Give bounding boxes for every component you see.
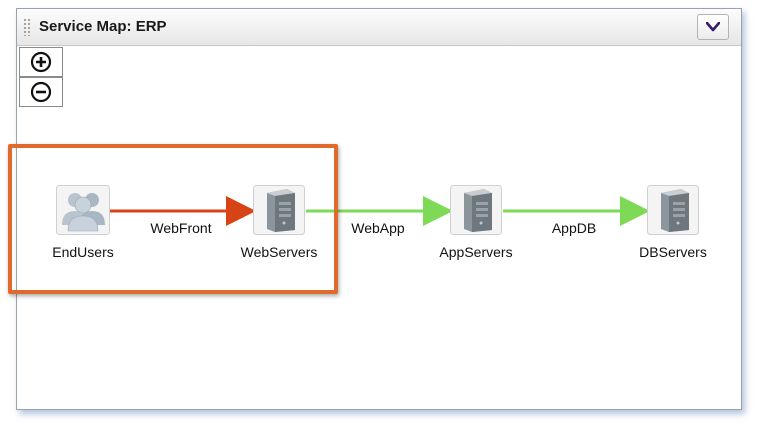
server-icon <box>450 185 502 235</box>
node-endusers[interactable] <box>56 185 110 240</box>
panel-title: Service Map: ERP <box>39 18 167 35</box>
node-label-endusers: EndUsers <box>52 244 114 260</box>
node-appservers[interactable] <box>450 185 502 240</box>
edge-label-webapp: WebApp <box>351 220 405 236</box>
users-icon <box>56 185 110 235</box>
zoom-in-icon <box>30 51 52 73</box>
zoom-out-icon <box>30 81 52 103</box>
node-label-appservers: AppServers <box>439 244 513 260</box>
node-dbservers[interactable] <box>647 185 699 240</box>
zoom-in-button[interactable] <box>19 47 63 77</box>
panel-titlebar: Service Map: ERP <box>17 9 741 46</box>
zoom-out-button[interactable] <box>19 77 63 107</box>
server-icon <box>647 185 699 235</box>
node-webservers[interactable] <box>253 185 305 240</box>
drag-handle-icon[interactable] <box>23 18 31 36</box>
edge-label-webfront: WebFront <box>150 220 212 236</box>
node-label-dbservers: DBServers <box>639 244 707 260</box>
highlight-box <box>8 144 338 294</box>
collapse-button[interactable] <box>697 14 729 40</box>
server-icon <box>253 185 305 235</box>
node-label-webservers: WebServers <box>240 244 318 260</box>
zoom-controls <box>19 47 63 107</box>
chevron-down-icon <box>706 22 720 32</box>
edge-label-appdb: AppDB <box>551 220 597 236</box>
